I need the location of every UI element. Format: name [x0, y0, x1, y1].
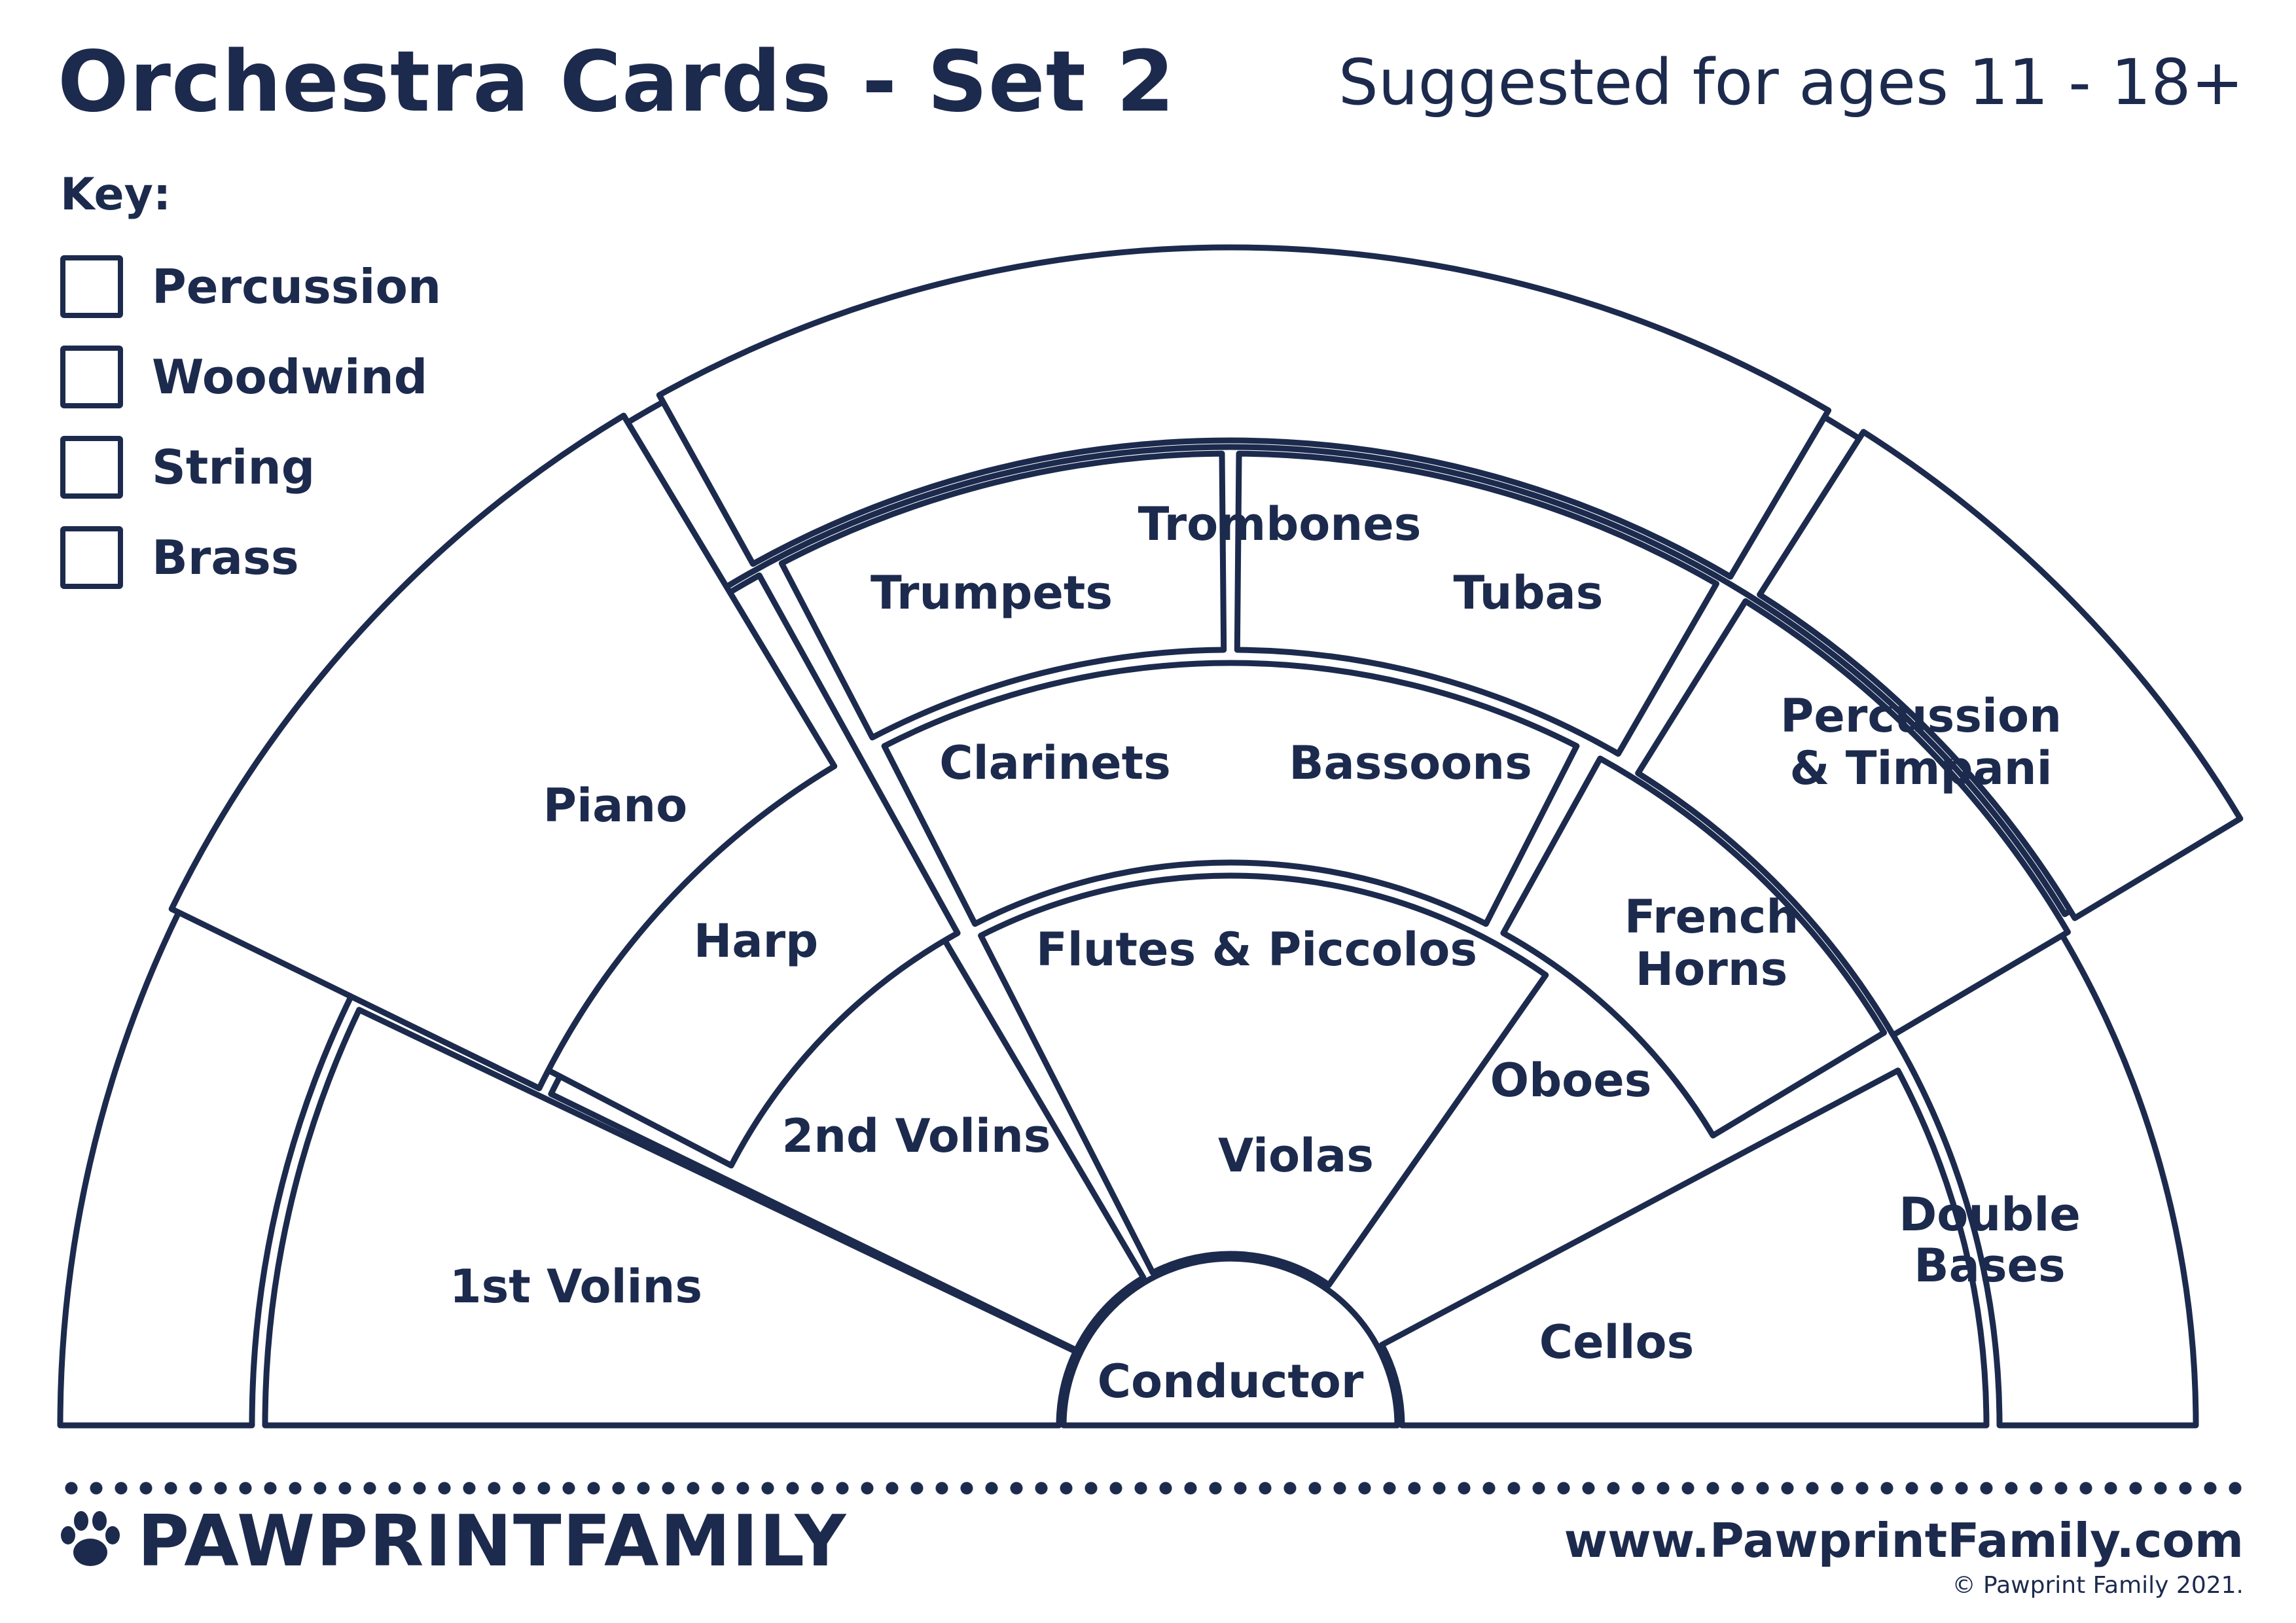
copyright-notice: © Pawprint Family 2021. [1952, 1572, 2244, 1599]
brand-name: PAWPRINTFAMILY [137, 1501, 848, 1582]
label-trumpets: Trumpets [870, 566, 1113, 620]
website-link[interactable]: www.PawprintFamily.com [1564, 1513, 2244, 1568]
label-clarinets: Clarinets [939, 736, 1171, 790]
section-conductor [1060, 1255, 1401, 1429]
section-french-horns [1635, 598, 2071, 1039]
section-piano [168, 412, 838, 1092]
label-oboes: Oboes [1490, 1054, 1652, 1107]
paw-print-icon [61, 1511, 120, 1566]
key-checkbox-percussion[interactable] [60, 255, 123, 318]
key-checkbox-brass[interactable] [60, 526, 123, 589]
label-conductor: Conductor [1098, 1355, 1364, 1408]
label-percussion-2: & Timpani [1789, 741, 2052, 795]
key-label-woodwind: Woodwind [152, 349, 428, 404]
seating-sections [57, 244, 2244, 1429]
key-heading: Key: [60, 169, 171, 221]
label-first-violins: 1st Volins [450, 1260, 702, 1313]
section-double-basses [1865, 882, 2199, 1429]
key-item-brass: Brass [60, 524, 299, 592]
brand-logo: PAWPRINTFAMILY [58, 1507, 847, 1577]
section-clarinets [778, 450, 1227, 741]
label-french-horns-1: French [1624, 890, 1799, 944]
key-item-woodwind: Woodwind [60, 343, 427, 411]
label-harp: Harp [694, 914, 818, 968]
label-bassoons: Bassoons [1289, 736, 1532, 790]
section-percussion-timpani [1757, 429, 2244, 921]
section-flutes-piccolos [881, 660, 1580, 927]
section-brass [656, 244, 1832, 580]
key-checkbox-string[interactable] [60, 436, 123, 499]
age-suggestion: Suggested for ages 11 - 18+ [1338, 46, 2244, 119]
key-label-string: String [152, 440, 315, 495]
section-oboes [1500, 755, 1888, 1139]
label-trombones: Trombones [1138, 497, 1422, 551]
label-double-basses-1: Double [1899, 1188, 2081, 1241]
key-label-percussion: Percussion [152, 259, 442, 314]
key-checkbox-woodwind[interactable] [60, 346, 123, 408]
label-percussion-1: Percussion [1780, 689, 2062, 743]
key-label-brass: Brass [152, 530, 299, 585]
section-cellos [1378, 1067, 1990, 1429]
page-title: Orchestra Cards - Set 2 [58, 33, 1175, 131]
key-item-percussion: Percussion [60, 253, 441, 321]
dotted-divider [59, 1480, 2245, 1496]
label-second-violins: 2nd Volins [782, 1109, 1051, 1163]
label-piano: Piano [543, 779, 687, 832]
section-violas [978, 872, 1549, 1288]
label-french-horns-2: Horns [1636, 942, 1788, 996]
section-first-violins [262, 1007, 1079, 1429]
label-violas: Violas [1218, 1129, 1374, 1183]
section-bassoons [1234, 450, 1719, 757]
key-item-string: String [60, 433, 315, 501]
label-cellos: Cellos [1539, 1315, 1695, 1369]
label-double-basses-2: Bases [1914, 1239, 2065, 1293]
label-tubas: Tubas [1454, 566, 1604, 620]
label-flutes-piccolos: Flutes & Piccolos [1036, 923, 1477, 976]
section-labels: 1st Volins 2nd Volins Violas Cellos Doub… [450, 497, 2081, 1408]
